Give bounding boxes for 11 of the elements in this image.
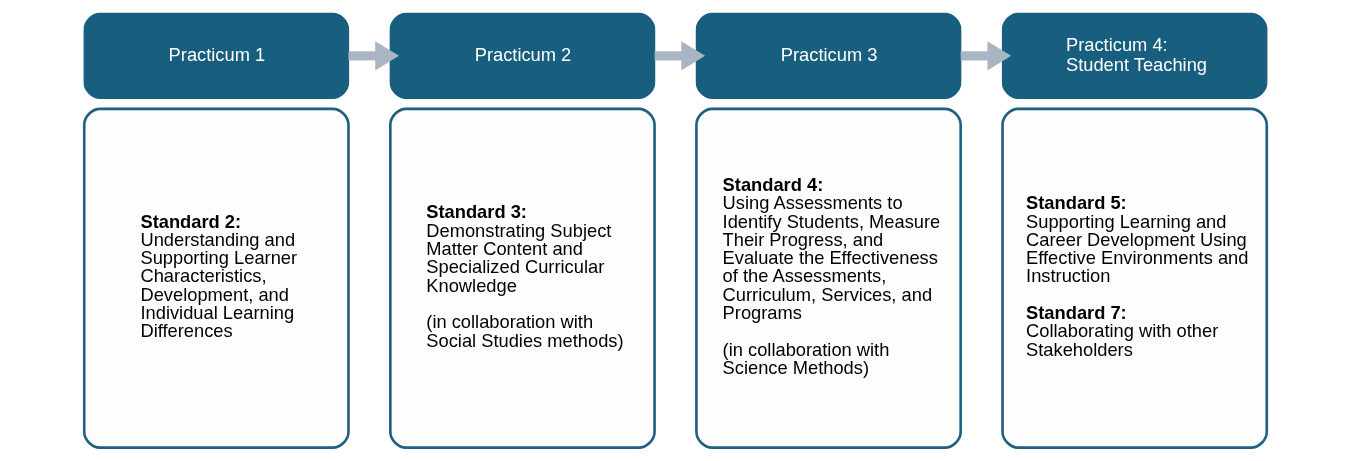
arrow [960,41,1011,71]
node-box: Standard 4: Using Assessments to Identify Students, Measure Their Progress, and Evaluate the Effectiveness of the Assessments, Curriculum, Services, and Programs (in collaboration with Science Methods) [694,107,962,449]
node-box: Practicum 2 [389,12,655,100]
node-box: Practicum 1 [83,12,349,100]
node-box: Standard 3: Demonstrating Subject Matter Content and Specialized Curricular Knowledge (in collaboration with Social Studies methods) [388,107,656,449]
arrow [654,41,705,71]
arrow [347,41,399,71]
node-box: Practicum 4: Student Teaching [1001,12,1267,100]
node-box: Standard 5: Supporting Learning and Career Development Using Effective Environments and Instruction Standard 7: Collaborating with other Stakeholders [1000,107,1268,449]
node-box: Practicum 3 [695,12,961,100]
node-box: Standard 2: Understanding and Supporting Learner Characteristics, Development, and Individual Learning Differences [82,107,350,449]
